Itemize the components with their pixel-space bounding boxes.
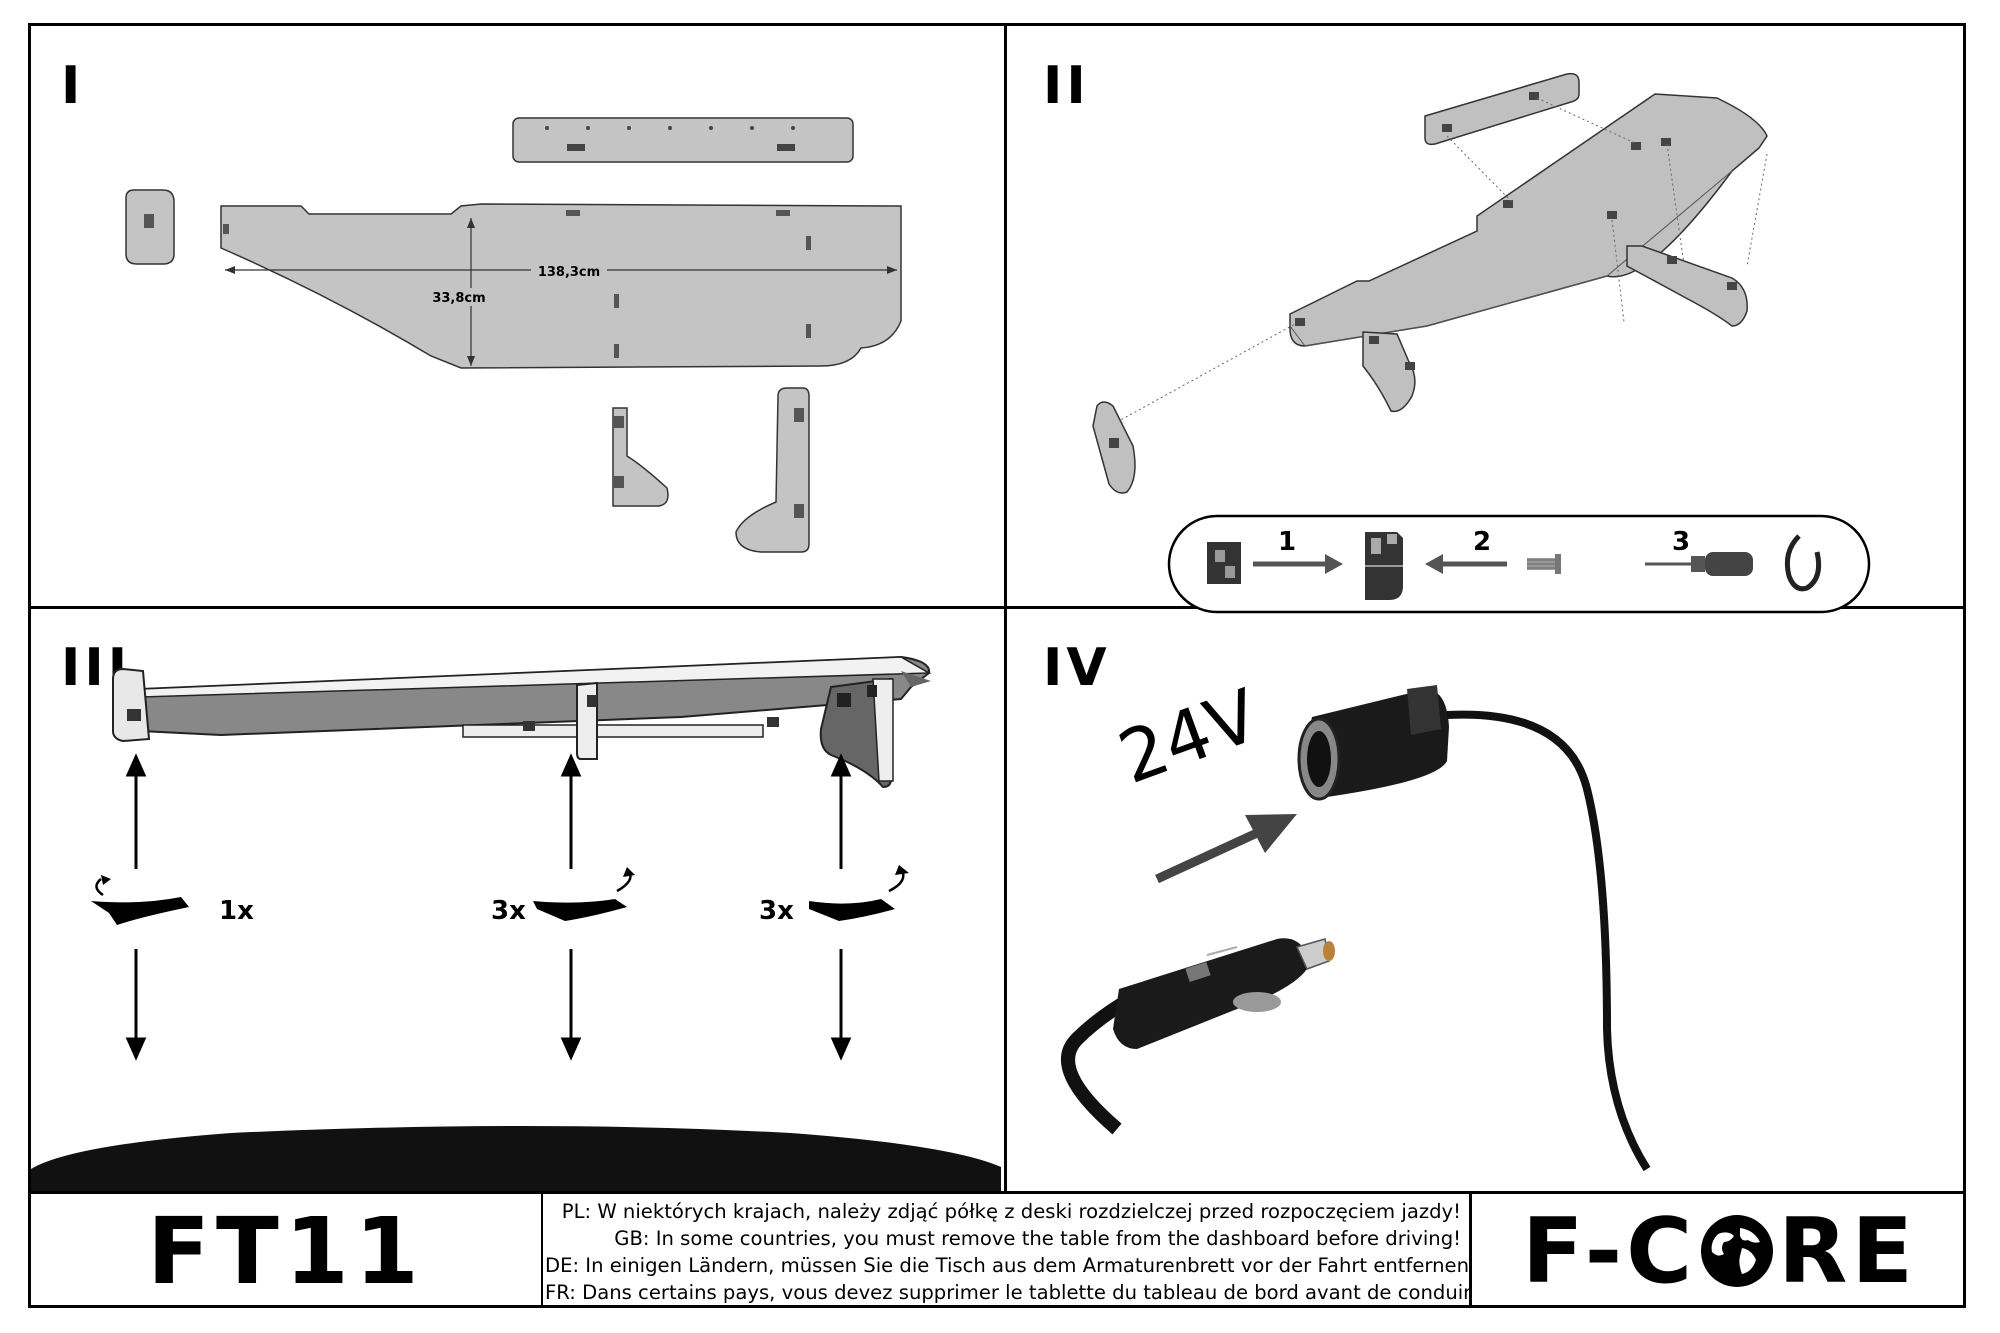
bracket-clip-icon [1365, 532, 1403, 600]
adhesive-strip-right [809, 899, 895, 921]
voltage-label: 24V [1108, 673, 1269, 800]
model-number: FT11 [147, 1197, 425, 1305]
warning-text-block: PL: W niektórych krajach, należy zdjąć p… [545, 1198, 1469, 1306]
tall-bracket [735, 387, 810, 553]
panel-divider-horizontal [31, 606, 1963, 609]
step-2-label: 2 [1473, 527, 1491, 557]
middle-strip-count: 3x [491, 896, 526, 926]
clip-icon [1207, 542, 1241, 584]
screwdriver-icon [1645, 552, 1753, 576]
brand-prefix: F-C [1522, 1198, 1697, 1304]
left-strip-count: 1x [219, 896, 254, 926]
assembly-rail [1424, 72, 1580, 146]
brand-logo: F-C RE [1473, 1194, 1966, 1308]
assembly-steps-capsule [1167, 514, 1871, 614]
height-dimension-label: 33,8cm [432, 291, 485, 306]
warning-de: DE: In einigen Ländern, müssen Sie die T… [545, 1254, 1469, 1277]
panel-2-number: II [1043, 56, 1090, 116]
panel-2-assembly: 1 2 3 [1092, 72, 1871, 614]
main-shelf [220, 203, 902, 369]
car-socket [1297, 685, 1449, 801]
footer-divider [31, 1191, 1963, 1194]
connect-arrow [1155, 814, 1297, 884]
adhesive-strip-middle [533, 899, 627, 921]
socket-cable [1446, 710, 1651, 1172]
small-bracket [612, 407, 669, 507]
dashboard-surface [31, 1126, 1001, 1191]
panel-4-power: 24V [1061, 673, 1651, 1172]
warning-fr: FR: Dans certains pays, vous devez suppr… [545, 1281, 1469, 1304]
globe-icon [1701, 1215, 1774, 1287]
car-plug [1061, 938, 1335, 1135]
right-strip-count: 3x [759, 896, 794, 926]
step-1-label: 1 [1278, 527, 1296, 557]
instruction-sheet: I 138,3cm 33,8cm [28, 23, 1966, 1308]
panel-1-parts: 138,3cm 33,8cm [125, 117, 902, 553]
footer-divider-right [1469, 1191, 1472, 1308]
panel-1-number: I [61, 56, 85, 116]
warning-pl: PL: W niektórych krajach, należy zdjąć p… [561, 1200, 1461, 1223]
screw-icon [1527, 554, 1561, 574]
assembly-shelf [1289, 93, 1768, 347]
width-dimension-label: 138,3cm [538, 265, 600, 280]
panel-divider-vertical [1004, 26, 1007, 1194]
shelf-rail [512, 117, 854, 163]
adhesive-strip-left [91, 897, 189, 925]
panel-3-installation: 1x 3x 3x [31, 655, 1001, 1191]
step-3-label: 3 [1672, 527, 1690, 557]
assembly-bracket-front [1362, 331, 1416, 413]
assembly-bracket-rear [1626, 245, 1748, 327]
ring-tool-icon [1784, 534, 1822, 592]
panel-4-number: IV [1043, 638, 1111, 698]
footer-divider-left [541, 1191, 543, 1308]
warning-gb: GB: In some countries, you must remove t… [614, 1227, 1461, 1250]
brand-suffix: RE [1778, 1198, 1917, 1304]
